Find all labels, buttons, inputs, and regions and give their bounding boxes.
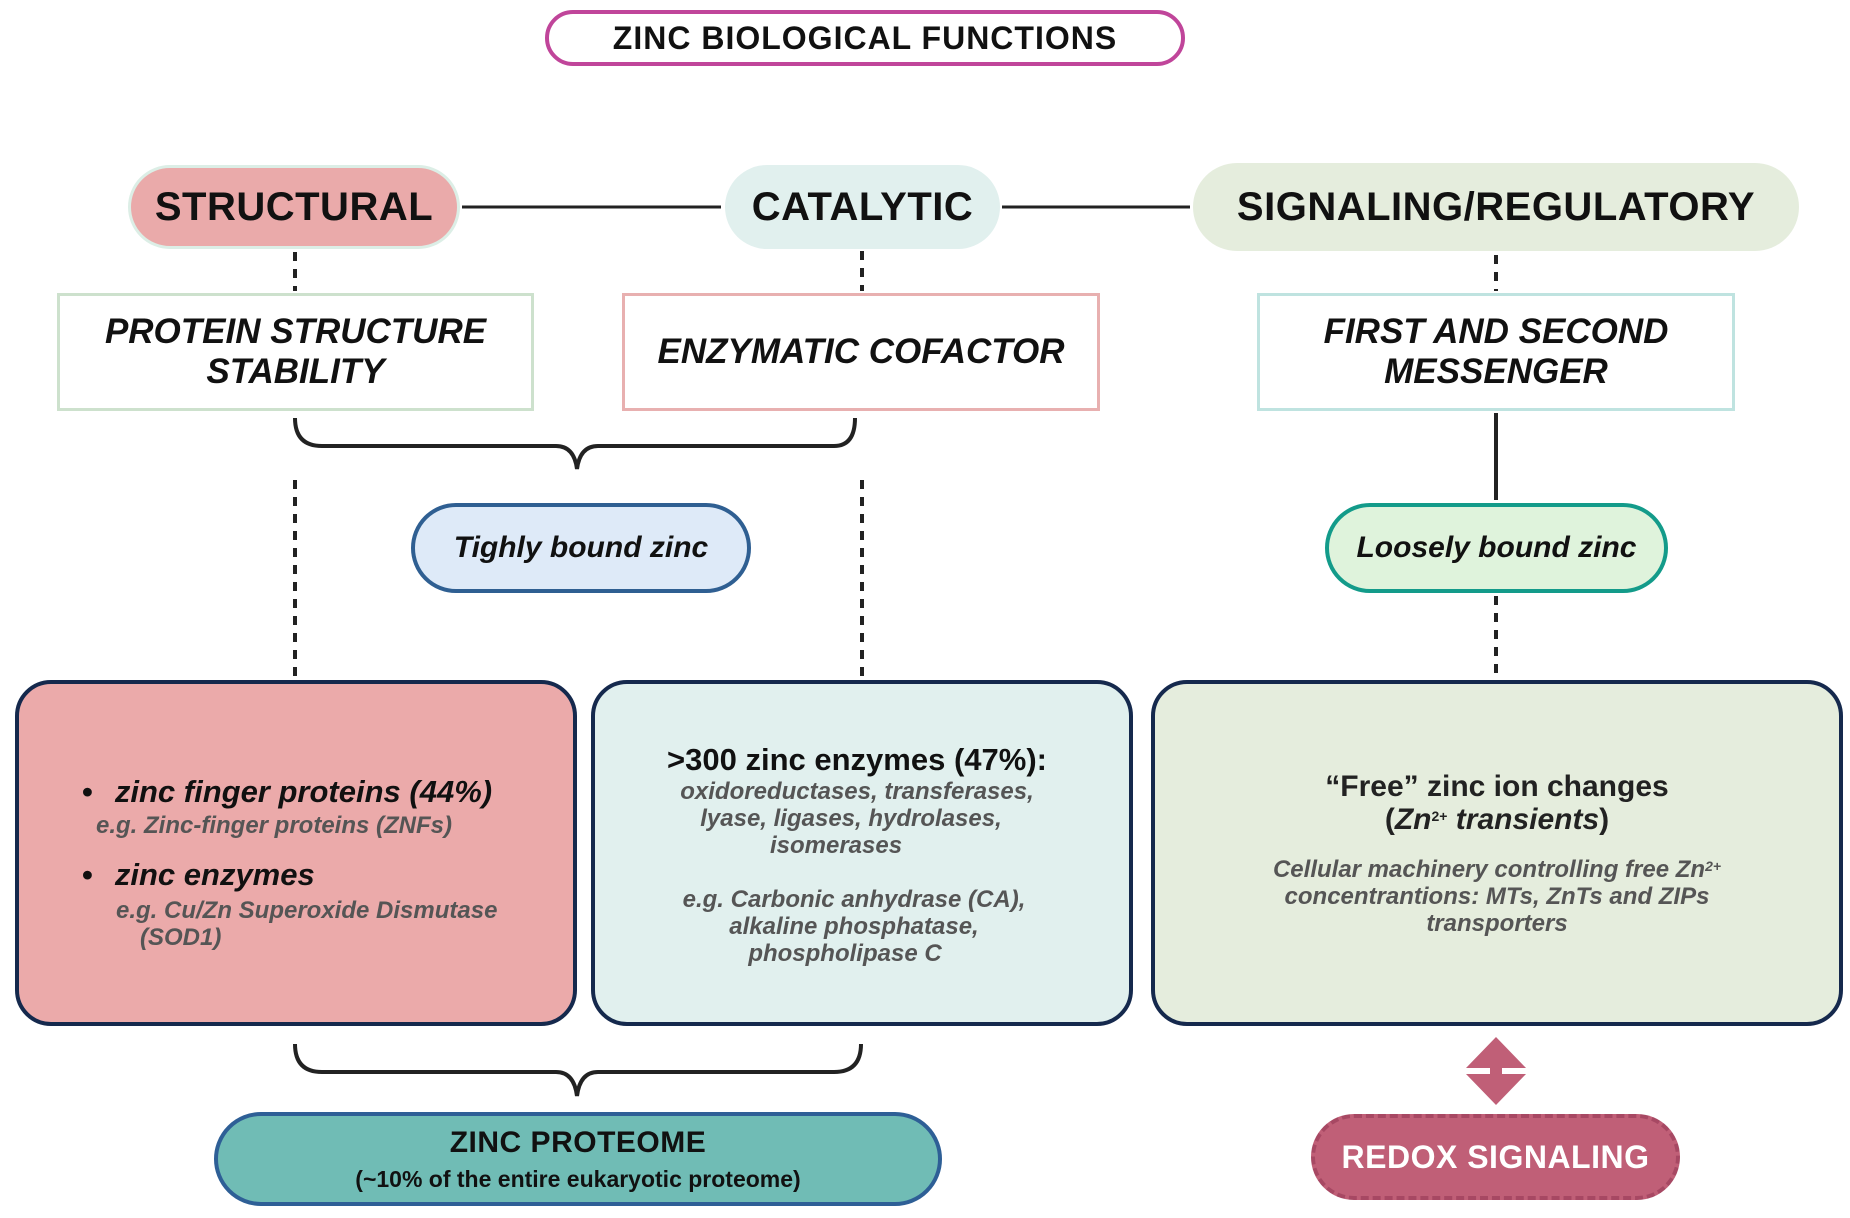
- structural-item2-example-line1: e.g. Cu/Zn Superoxide Dismutase: [116, 897, 498, 924]
- structural-item2-title: zinc enzymes: [82, 857, 497, 893]
- zinc-proteome-title: ZINC PROTEOME: [449, 1125, 707, 1159]
- category-structural: STRUCTURAL: [128, 165, 460, 249]
- diagram-title: ZINC BIOLOGICAL FUNCTIONS: [545, 10, 1185, 66]
- function-structural-line2: STABILITY: [206, 352, 385, 391]
- zinc-proteome: ZINC PROTEOME (~10% of the entire eukary…: [214, 1112, 942, 1206]
- loosely-bound-zinc: Loosely bound zinc: [1325, 503, 1668, 593]
- function-signaling-line2: MESSENGER: [1384, 352, 1608, 391]
- category-catalytic: CATALYTIC: [725, 165, 1000, 249]
- double-arrow-icon: [1466, 1037, 1526, 1105]
- catalytic-classes-line3: isomerases: [769, 832, 903, 859]
- catalytic-classes-line2: lyase, ligases, hydrolases,: [700, 805, 1002, 832]
- brace-tight: [293, 417, 857, 470]
- catalytic-example-line3: phospholipase C: [748, 940, 942, 967]
- catalytic-heading: >300 zinc enzymes (47%):: [667, 742, 1047, 777]
- function-structural-line1: PROTEIN STRUCTURE: [104, 312, 487, 351]
- function-signaling-line1: FIRST AND SECOND: [1323, 312, 1669, 351]
- structural-item1-example: e.g. Zinc-finger proteins (ZNFs): [96, 812, 453, 839]
- catalytic-example-line2: alkaline phosphatase,: [729, 913, 979, 940]
- signaling-examples-box: “Free” zinc ion changes (Zn2+ transients…: [1151, 680, 1843, 1026]
- zinc-proteome-subtitle: (~10% of the entire eukaryotic proteome): [355, 1165, 801, 1192]
- catalytic-classes-line1: oxidoreductases, transferases,: [680, 778, 1034, 805]
- brace-proteome: [293, 1043, 863, 1097]
- signaling-desc-line1: Cellular machinery controlling free Zn2+: [1272, 856, 1722, 883]
- signaling-desc-line2: concentrantions: MTs, ZnTs and ZIPs: [1284, 883, 1710, 910]
- function-structural: PROTEIN STRUCTURE STABILITY: [57, 293, 534, 411]
- catalytic-example-line1: e.g. Carbonic anhydrase (CA),: [682, 886, 1026, 913]
- structural-item2-example-line2: (SOD1): [140, 924, 222, 951]
- redox-signaling: REDOX SIGNALING: [1311, 1114, 1680, 1200]
- function-signaling: FIRST AND SECOND MESSENGER: [1257, 293, 1735, 411]
- function-catalytic-label: ENZYMATIC COFACTOR: [657, 332, 1065, 371]
- structural-item1-title: zinc finger proteins (44%): [82, 774, 492, 810]
- category-signaling: SIGNALING/REGULATORY: [1193, 163, 1799, 251]
- function-catalytic: ENZYMATIC COFACTOR: [622, 293, 1100, 411]
- signaling-desc-line3: transporters: [1426, 910, 1568, 937]
- signaling-heading-line2: (Zn2+ transients): [1384, 803, 1610, 836]
- catalytic-examples-box: >300 zinc enzymes (47%): oxidoreductases…: [591, 680, 1133, 1026]
- tightly-bound-zinc: Tighly bound zinc: [411, 503, 751, 593]
- signaling-heading-line1: “Free” zinc ion changes: [1325, 770, 1669, 803]
- structural-examples-box: zinc finger proteins (44%) e.g. Zinc-fin…: [15, 680, 577, 1026]
